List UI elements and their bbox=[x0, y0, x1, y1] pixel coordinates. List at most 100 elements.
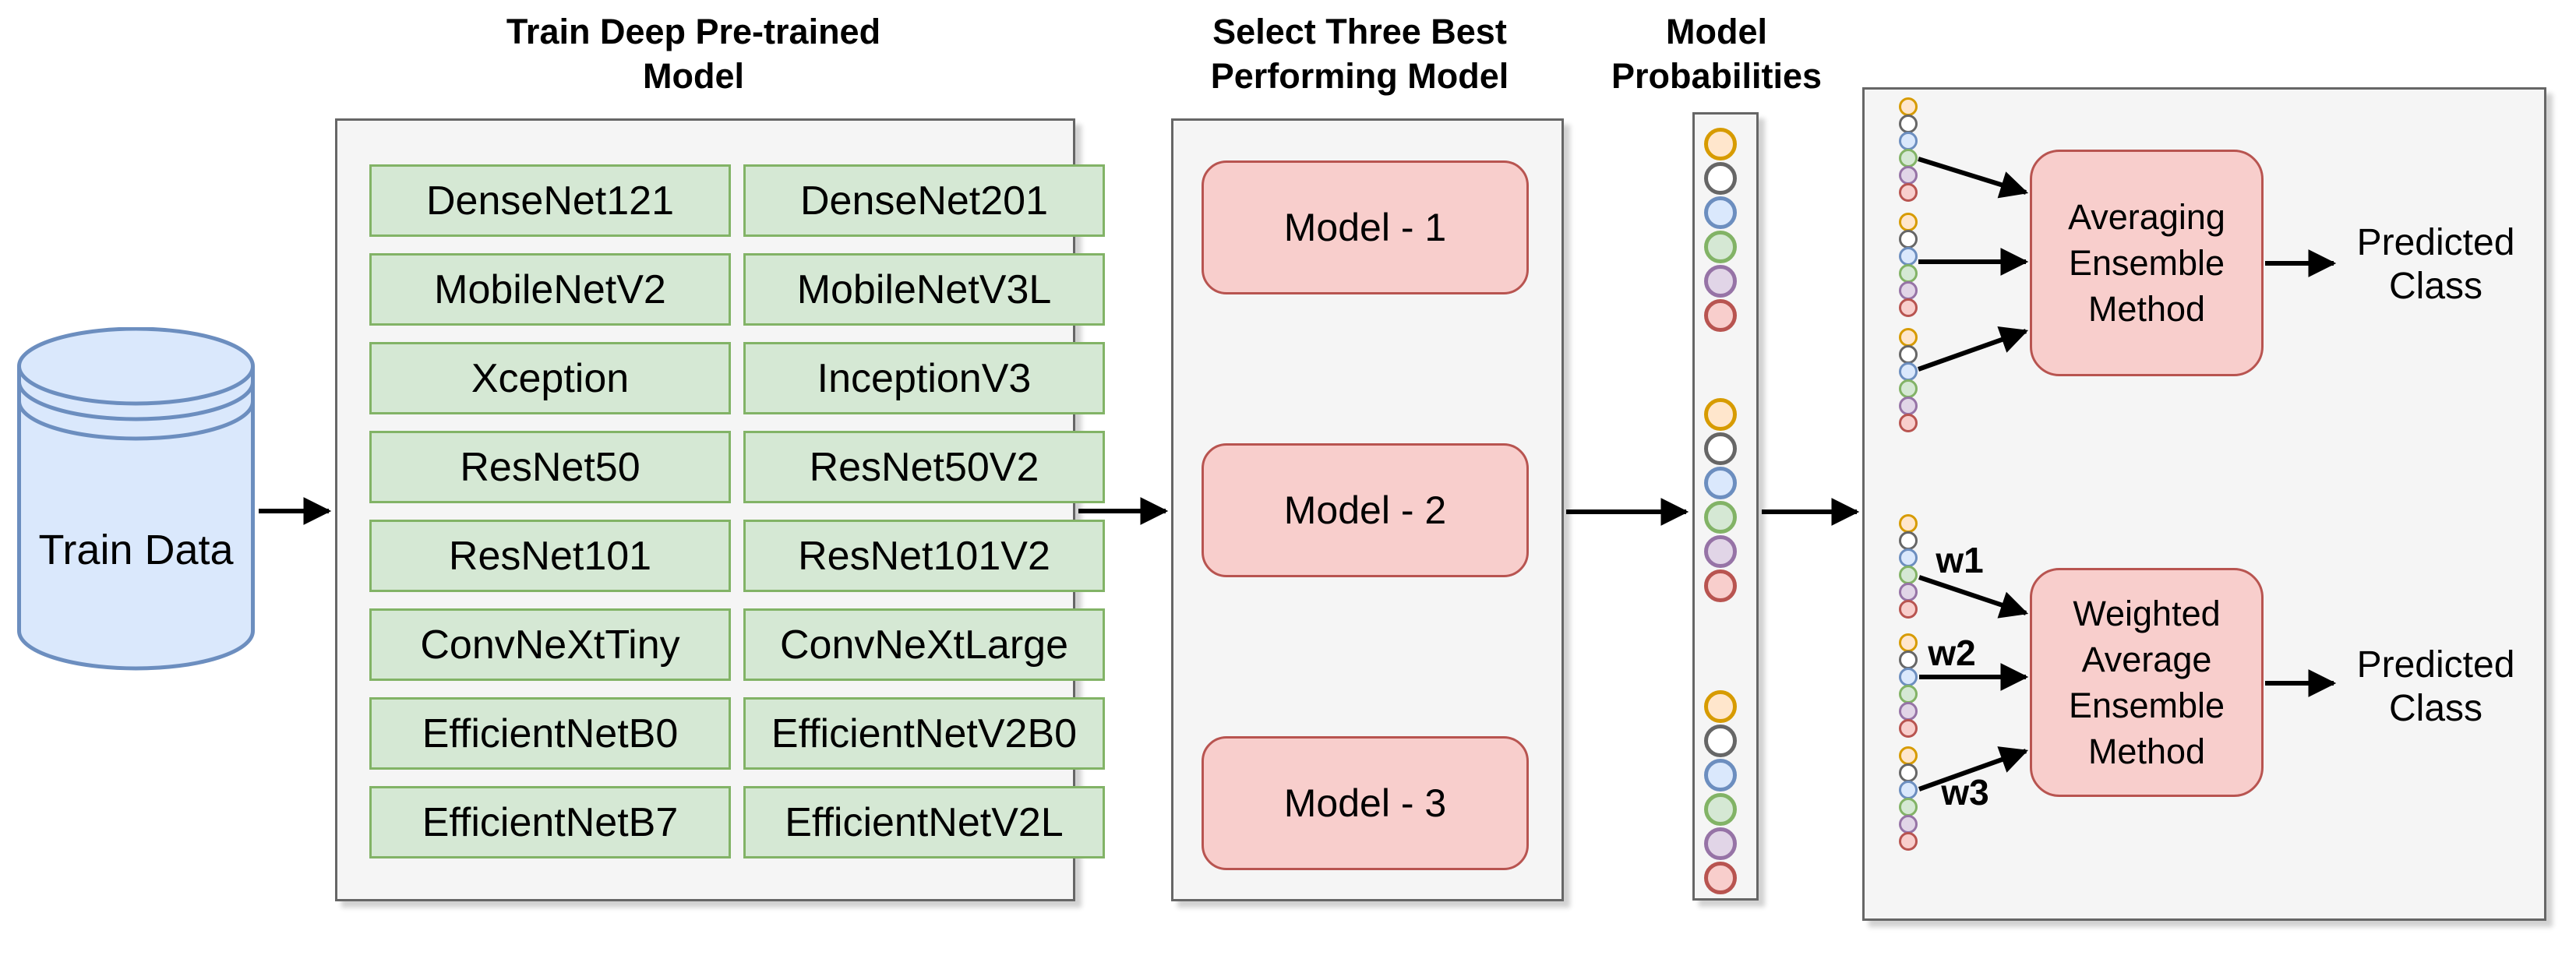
green-probability-dot-icon bbox=[1704, 501, 1737, 534]
red-probability-dot-icon bbox=[1704, 569, 1737, 602]
red-probability-dot-icon bbox=[1704, 299, 1737, 332]
white-probability-dot-icon bbox=[1899, 763, 1918, 782]
green-probability-dot-icon bbox=[1704, 231, 1737, 263]
train-data-cylinder bbox=[17, 327, 255, 671]
green-probability-dot-icon bbox=[1899, 264, 1918, 283]
white-probability-dot-icon bbox=[1899, 531, 1918, 550]
red-probability-dot-icon bbox=[1899, 183, 1918, 202]
train-section-title-line2: Model bbox=[643, 56, 744, 96]
pretrained-model-box: EfficientNetV2B0 bbox=[743, 697, 1105, 770]
white-probability-dot-icon bbox=[1704, 724, 1737, 757]
pretrained-model-box: ConvNeXtTiny bbox=[369, 608, 731, 681]
white-probability-dot-icon bbox=[1899, 345, 1918, 364]
orange-probability-dot-icon bbox=[1899, 328, 1918, 347]
green-probability-dot-icon bbox=[1899, 798, 1918, 816]
red-probability-dot-icon bbox=[1899, 719, 1918, 738]
weight-w2-label: w2 bbox=[1928, 633, 1976, 673]
pretrained-model-box: DenseNet201 bbox=[743, 164, 1105, 237]
train-section-title: Train Deep Pre-trained Model bbox=[429, 9, 958, 98]
weighted-ensemble-node: Weighted Average Ensemble Method bbox=[2030, 568, 2264, 797]
white-probability-dot-icon bbox=[1704, 162, 1737, 195]
blue-probability-dot-icon bbox=[1704, 759, 1737, 791]
predicted-class-averaging: Predicted Class bbox=[2356, 222, 2515, 307]
pretrained-model-box: Xception bbox=[369, 342, 731, 414]
selected-model-3: Model - 3 bbox=[1202, 736, 1529, 870]
red-probability-dot-icon bbox=[1704, 862, 1737, 894]
blue-probability-dot-icon bbox=[1704, 467, 1737, 499]
pretrained-model-box: EfficientNetB7 bbox=[369, 786, 731, 858]
white-probability-dot-icon bbox=[1704, 432, 1737, 465]
green-probability-dot-icon bbox=[1899, 149, 1918, 167]
pretrained-model-box: DenseNet121 bbox=[369, 164, 731, 237]
blue-probability-dot-icon bbox=[1899, 362, 1918, 381]
purple-probability-dot-icon bbox=[1704, 265, 1737, 298]
pretrained-model-box: ResNet50V2 bbox=[743, 431, 1105, 503]
avg-input-vector-1 bbox=[1899, 97, 1918, 202]
train-section-title-line1: Train Deep Pre-trained bbox=[506, 12, 881, 51]
weighted-input-vector-3 bbox=[1899, 746, 1918, 851]
red-probability-dot-icon bbox=[1899, 298, 1918, 317]
orange-probability-dot-icon bbox=[1899, 746, 1918, 765]
purple-probability-dot-icon bbox=[1899, 166, 1918, 185]
green-probability-dot-icon bbox=[1899, 379, 1918, 398]
pretrained-model-grid: DenseNet121 DenseNet201 MobileNetV2 Mobi… bbox=[337, 121, 1137, 943]
white-probability-dot-icon bbox=[1899, 230, 1918, 249]
probability-vector-model3 bbox=[1704, 690, 1737, 896]
green-probability-dot-icon bbox=[1899, 685, 1918, 703]
probabilities-title-line2: Probabilities bbox=[1611, 56, 1823, 96]
select-section-title-line2: Performing Model bbox=[1210, 56, 1509, 96]
purple-probability-dot-icon bbox=[1899, 702, 1918, 721]
pretrained-models-panel bbox=[335, 118, 1075, 901]
averaging-ensemble-node: Averaging Ensemble Method bbox=[2030, 150, 2264, 376]
purple-probability-dot-icon bbox=[1899, 815, 1918, 834]
purple-probability-dot-icon bbox=[1899, 397, 1918, 415]
orange-probability-dot-icon bbox=[1704, 398, 1737, 431]
weighted-input-vector-2 bbox=[1899, 633, 1918, 738]
purple-probability-dot-icon bbox=[1899, 583, 1918, 601]
blue-probability-dot-icon bbox=[1899, 132, 1918, 150]
blue-probability-dot-icon bbox=[1899, 668, 1918, 686]
orange-probability-dot-icon bbox=[1899, 213, 1918, 231]
blue-probability-dot-icon bbox=[1704, 196, 1737, 229]
select-section-title-line1: Select Three Best bbox=[1212, 12, 1507, 51]
green-probability-dot-icon bbox=[1899, 566, 1918, 584]
red-probability-dot-icon bbox=[1899, 414, 1918, 432]
blue-probability-dot-icon bbox=[1899, 781, 1918, 799]
pretrained-model-box: ResNet101V2 bbox=[743, 520, 1105, 592]
pretrained-model-box: MobileNetV2 bbox=[369, 253, 731, 326]
avg-input-vector-2 bbox=[1899, 213, 1918, 317]
pretrained-model-box: MobileNetV3L bbox=[743, 253, 1105, 326]
probability-vector-model2 bbox=[1704, 398, 1737, 604]
green-probability-dot-icon bbox=[1704, 793, 1737, 826]
probability-vector-model1 bbox=[1704, 128, 1737, 333]
purple-probability-dot-icon bbox=[1704, 535, 1737, 568]
white-probability-dot-icon bbox=[1899, 650, 1918, 669]
weight-w1-label: w1 bbox=[1936, 540, 1984, 580]
white-probability-dot-icon bbox=[1899, 115, 1918, 133]
train-data-label: Train Data bbox=[38, 527, 234, 573]
predicted-class-weighted: Predicted Class bbox=[2356, 644, 2515, 729]
pretrained-model-box: InceptionV3 bbox=[743, 342, 1105, 414]
orange-probability-dot-icon bbox=[1704, 128, 1737, 160]
selected-model-1: Model - 1 bbox=[1202, 160, 1529, 294]
red-probability-dot-icon bbox=[1899, 832, 1918, 851]
weighted-input-vector-1 bbox=[1899, 514, 1918, 619]
weight-w3-label: w3 bbox=[1941, 772, 1989, 813]
orange-probability-dot-icon bbox=[1899, 633, 1918, 652]
blue-probability-dot-icon bbox=[1899, 247, 1918, 266]
orange-probability-dot-icon bbox=[1899, 514, 1918, 533]
orange-probability-dot-icon bbox=[1899, 97, 1918, 116]
pretrained-model-box: EfficientNetB0 bbox=[369, 697, 731, 770]
purple-probability-dot-icon bbox=[1899, 281, 1918, 300]
avg-input-vector-3 bbox=[1899, 328, 1918, 432]
probabilities-title-line1: Model bbox=[1666, 12, 1767, 51]
orange-probability-dot-icon bbox=[1704, 690, 1737, 723]
blue-probability-dot-icon bbox=[1899, 548, 1918, 567]
pretrained-model-box: EfficientNetV2L bbox=[743, 786, 1105, 858]
select-section-title: Select Three Best Performing Model bbox=[1126, 9, 1593, 98]
pretrained-model-box: ConvNeXtLarge bbox=[743, 608, 1105, 681]
selected-model-2: Model - 2 bbox=[1202, 443, 1529, 577]
pretrained-model-box: ResNet101 bbox=[369, 520, 731, 592]
probabilities-section-title: Model Probabilities bbox=[1561, 9, 1872, 98]
red-probability-dot-icon bbox=[1899, 600, 1918, 619]
